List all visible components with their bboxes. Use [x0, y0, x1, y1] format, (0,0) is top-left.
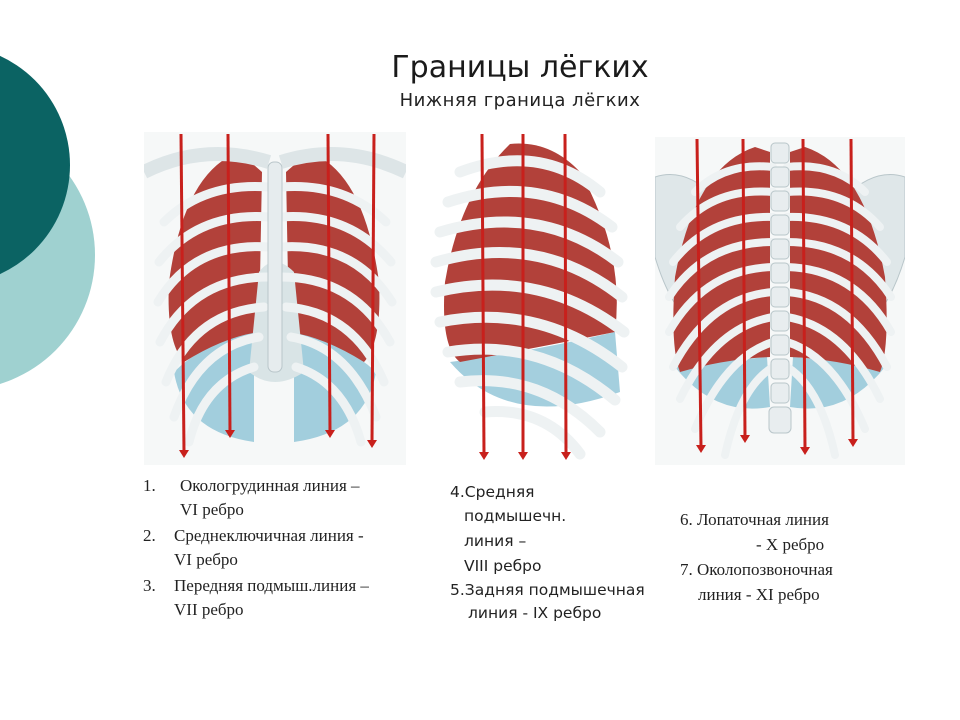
- posterior-chest-illustration: [655, 137, 905, 465]
- caption-3-line: Передняя подмыш.линия –: [174, 576, 369, 595]
- caption-1-number: 1.: [143, 476, 156, 495]
- caption-7-line-1: 7. Околопозвоночная: [680, 560, 833, 579]
- caption-1-rib: VI ребро: [180, 500, 244, 519]
- caption-4-line-2: подмышечн.: [464, 507, 567, 525]
- caption-2-line: Среднеключичная линия -: [174, 526, 364, 545]
- dark-teal-circle: [0, 55, 70, 275]
- caption-3-number: 3.: [143, 576, 156, 595]
- caption-3-rib: VII ребро: [174, 600, 244, 619]
- page-subtitle: Нижняя граница лёгких: [399, 90, 641, 111]
- caption-6-line-1: 6. Лопаточная линия: [680, 510, 829, 529]
- caption-4-line-1: 4.Средняя: [450, 483, 535, 501]
- caption-5-line-2: линия - IX ребро: [468, 604, 602, 622]
- decorative-circles: [0, 55, 95, 384]
- caption-2-rib: VI ребро: [174, 550, 238, 569]
- page-title: Границы лёгких: [391, 50, 649, 85]
- caption-2-number: 2.: [143, 526, 156, 545]
- caption-5-line-1: 5.Задняя подмышечная: [450, 581, 645, 599]
- caption-6-line-2: - X ребро: [756, 535, 825, 554]
- lateral-chest-illustration: [430, 132, 644, 465]
- caption-1-line: Окологрудинная линия –: [180, 476, 360, 495]
- caption-4-line-4: VIII ребро: [464, 557, 542, 575]
- caption-7-line-2: линия - XI ребро: [698, 585, 820, 604]
- caption-4-line-3: линия –: [464, 532, 527, 550]
- anterior-chest-illustration: [144, 132, 406, 465]
